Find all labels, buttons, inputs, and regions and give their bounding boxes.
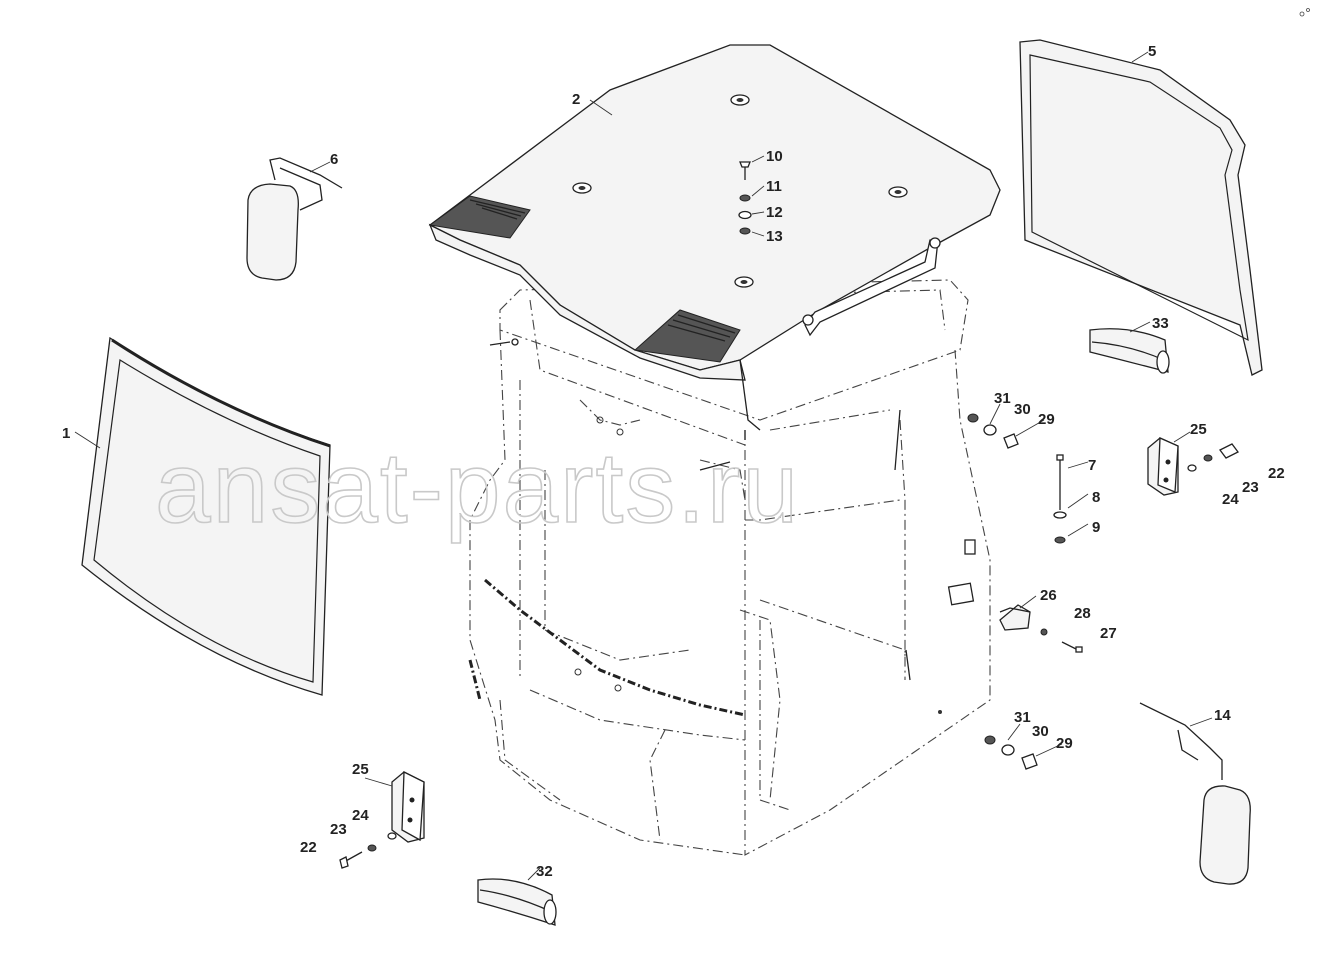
callout-5: 5 [1148,43,1156,60]
callout-2: 2 [572,91,580,108]
left-mirror [246,157,343,281]
roof-panel [428,44,1001,431]
bracket-25-left [391,770,425,843]
callout-10: 10 [766,148,783,165]
handle-32 [477,878,557,926]
callout-8: 8 [1092,489,1100,506]
callout-26: 26 [1040,587,1057,604]
callout-24-right: 24 [1222,491,1239,508]
callout-29-lower: 29 [1056,735,1073,752]
leader-lines [74,51,1213,881]
callout-1: 1 [62,425,70,442]
callout-32: 32 [536,863,553,880]
right-mirror [1139,702,1251,885]
callout-31-lower: 31 [1014,709,1031,726]
callout-7: 7 [1088,457,1096,474]
callout-27: 27 [1100,625,1117,642]
callout-22-left: 22 [300,839,317,856]
bracket-26 [999,604,1031,631]
fasteners [339,161,1239,869]
callout-23-left: 23 [330,821,347,838]
callout-24-left: 24 [352,807,369,824]
callout-30-upper: 30 [1014,401,1031,418]
watermark-text: ansat-parts.ru [155,432,800,544]
corner-mark [1299,8,1310,17]
callout-28: 28 [1074,605,1091,622]
callout-31-upper: 31 [994,390,1011,407]
handle-33 [1089,328,1170,374]
callout-25-right: 25 [1190,421,1207,438]
callout-29-upper: 29 [1038,411,1055,428]
callout-14: 14 [1214,707,1231,724]
callout-23-right: 23 [1242,479,1259,496]
callout-12: 12 [766,204,783,221]
rear-glass [1019,39,1263,376]
callout-30-lower: 30 [1032,723,1049,740]
callout-25-left: 25 [352,761,369,778]
bracket-25-right [1147,437,1179,496]
front-glass [81,336,331,696]
callout-6: 6 [330,151,338,168]
callout-13: 13 [766,228,783,245]
callout-labels: 1 2 5 6 7 8 9 10 11 12 13 14 22 23 24 25… [62,43,1285,880]
callout-22-right: 22 [1268,465,1285,482]
callout-9: 9 [1092,519,1100,536]
cab-body [468,279,991,856]
callout-11: 11 [766,178,782,195]
callout-33: 33 [1152,315,1169,332]
